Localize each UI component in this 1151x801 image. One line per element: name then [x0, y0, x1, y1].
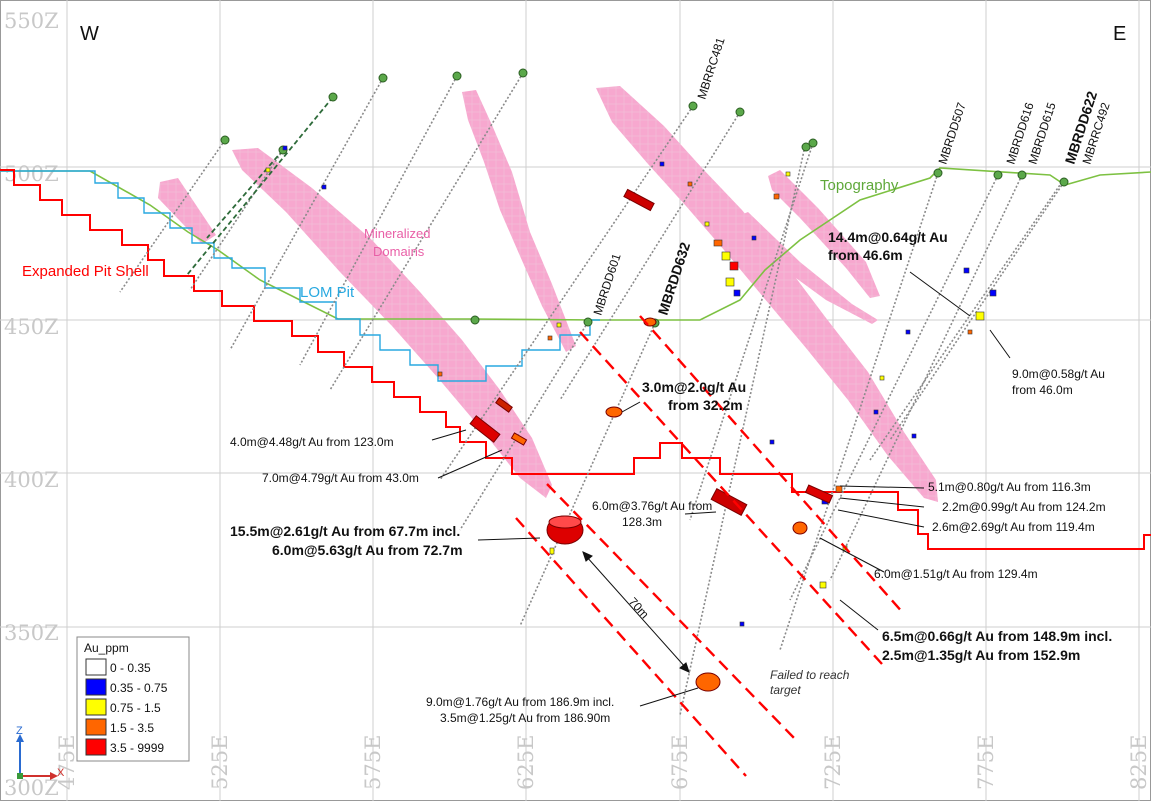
intercept-9-0m-line2: from 46.0m: [1012, 383, 1073, 397]
legend-label-1: 0.35 - 0.75: [110, 681, 168, 695]
west-label: W: [80, 23, 99, 45]
spacing-arrow: [582, 551, 690, 673]
topography-label: Topography: [820, 177, 899, 194]
intercept-14-4m-line2: from 46.6m: [828, 247, 903, 263]
intercept-7-0m: 7.0m@4.79g/t Au from 43.0m: [262, 471, 419, 485]
east-label: E: [1113, 23, 1126, 45]
easting-label-725: 725E: [821, 735, 845, 790]
legend-swatch-4: [85, 738, 107, 756]
lom-pit-label: LOM Pit: [300, 284, 355, 301]
intercept-3-0m-line1: 3.0m@2.0g/t Au: [642, 379, 746, 395]
legend-swatch-2: [85, 698, 107, 716]
x-axis-arrow-icon: [50, 772, 58, 780]
intercept-15-5m-line2: 6.0m@5.63g/t Au from 72.7m: [272, 542, 463, 558]
intercept-9-0m-line1: 9.0m@0.58g/t Au: [1012, 367, 1105, 381]
intercept-4-0m: 4.0m@4.48g/t Au from 123.0m: [230, 435, 394, 449]
au-ppm-legend: Au_ppm 0 - 0.35 0.35 - 0.75 0.75 - 1.5 1…: [76, 636, 190, 762]
intercept-6-0m-151: 6.0m@1.51g/t Au from 129.4m: [874, 567, 1038, 581]
intercept-3-0m-line2: from 32.2m: [668, 397, 743, 413]
z-axis-label: Z: [16, 725, 23, 737]
easting-label-675: 675E: [668, 735, 692, 790]
easting-label-825: 825E: [1127, 735, 1151, 790]
intercept-5-1m: 5.1m@0.80g/t Au from 116.3m: [928, 480, 1091, 494]
failed-label-line1: Failed to reach: [770, 668, 850, 682]
legend-swatch-1: [85, 678, 107, 696]
legend-label-0: 0 - 0.35: [110, 661, 151, 675]
intercept-cylinders: [469, 188, 834, 692]
intercept-9-0m-176-line2: 3.5m@1.25g/t Au from 186.90m: [440, 711, 610, 725]
elevation-label-300: 300Z: [4, 776, 59, 800]
elevation-label-350: 350Z: [4, 621, 59, 645]
easting-label-575: 575E: [361, 735, 385, 790]
expanded-pit-shell: [0, 169, 1151, 550]
mineralized-domains: [158, 86, 938, 502]
elevation-label-500: 500Z: [4, 162, 59, 186]
legend-title: Au_ppm: [84, 641, 129, 655]
intercept-15-5m-line1: 15.5m@2.61g/t Au from 67.7m incl.: [230, 523, 460, 539]
drillhole-traces-dark: [186, 96, 334, 276]
drillhole-traces: [119, 72, 1065, 716]
elevation-label-400: 400Z: [4, 468, 59, 492]
legend-label-3: 1.5 - 3.5: [110, 721, 154, 735]
intercept-9-0m-176-line1: 9.0m@1.76g/t Au from 186.9m incl.: [426, 695, 614, 709]
easting-label-475: 475E: [55, 735, 79, 790]
topography-line: [0, 167, 1151, 321]
intercept-14-4m-line1: 14.4m@0.64g/t Au: [828, 229, 948, 245]
easting-label-525: 525E: [208, 735, 232, 790]
easting-label-625: 625E: [514, 735, 538, 790]
z-axis-arrow-icon: [16, 734, 24, 742]
legend-swatch-3: [85, 718, 107, 736]
mineralized-label-line1: Mineralized: [364, 226, 430, 241]
axis-origin-icon: [17, 773, 23, 779]
intercept-6-0m-376-line2: 128.3m: [622, 515, 662, 529]
mineralized-label-line2: Domains: [373, 244, 425, 259]
intercept-6-5m-line2: 2.5m@1.35g/t Au from 152.9m: [882, 647, 1080, 663]
legend-label-2: 0.75 - 1.5: [110, 701, 161, 715]
legend-label-4: 3.5 - 9999: [110, 741, 164, 755]
leader-arrows: [431, 271, 1011, 707]
intercept-6-0m-376-line1: 6.0m@3.76g/t Au from: [592, 499, 712, 513]
failed-label-line2: target: [770, 683, 801, 697]
easting-label-775: 775E: [974, 735, 998, 790]
intercept-6-5m-line1: 6.5m@0.66g/t Au from 148.9m incl.: [882, 628, 1112, 644]
target-lines: [515, 315, 905, 777]
lom-pit-outline: [0, 170, 600, 382]
axis-indicator: Z X: [16, 725, 65, 780]
pit-shell-label: Expanded Pit Shell: [22, 263, 149, 280]
elevation-label-550: 550Z: [4, 9, 59, 33]
x-axis-label: X: [57, 767, 65, 779]
elevation-label-450: 450Z: [4, 315, 59, 339]
legend-swatch-0: [85, 658, 107, 676]
intercept-2-6m: 2.6m@2.69g/t Au from 119.4m: [932, 520, 1095, 534]
intercept-2-2m: 2.2m@0.99g/t Au from 124.2m: [942, 500, 1106, 514]
